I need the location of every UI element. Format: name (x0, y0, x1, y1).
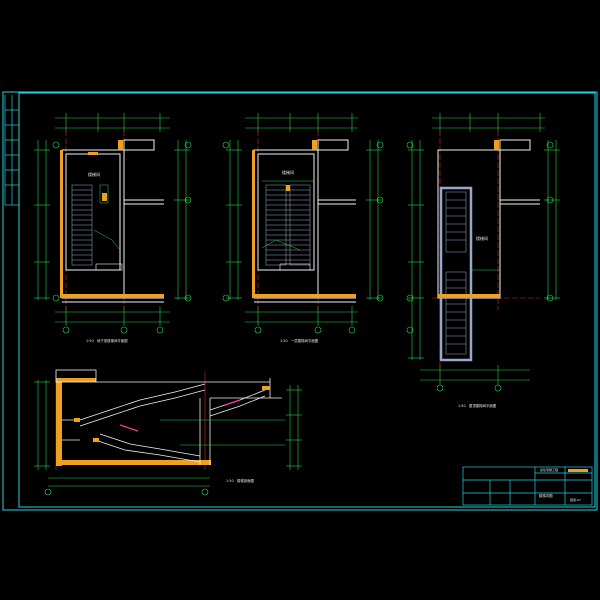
plan1-label: 1:50 地下室楼梯间平面图 (86, 338, 128, 343)
title-project: 某住宅楼工程 (540, 467, 558, 472)
sheet-border (2, 91, 598, 511)
svg-text:楼梯间: 楼梯间 (282, 169, 294, 175)
plan-ground: 楼梯间 (222, 113, 384, 334)
plan3-label: 1:50 屋顶楼梯间平面图 (458, 403, 497, 408)
svg-text:楼梯间: 楼梯间 (88, 171, 100, 177)
binding-strip (4, 95, 19, 206)
title-sheet: 楼梯详图 (539, 493, 553, 498)
plan-roof: 楼梯间 (406, 113, 560, 392)
plan-basement: 楼梯间 (34, 113, 192, 334)
svg-text:楼梯间: 楼梯间 (476, 235, 488, 241)
plan2-label: 1:50 一层楼梯间平面图 (280, 338, 319, 343)
title-drawing-no: 结施-07 (570, 497, 581, 502)
section-label: 1:50 楼梯剖面图 (226, 478, 255, 483)
title-block (462, 466, 593, 506)
stair-section (34, 369, 302, 496)
drawing-frame (18, 92, 596, 508)
